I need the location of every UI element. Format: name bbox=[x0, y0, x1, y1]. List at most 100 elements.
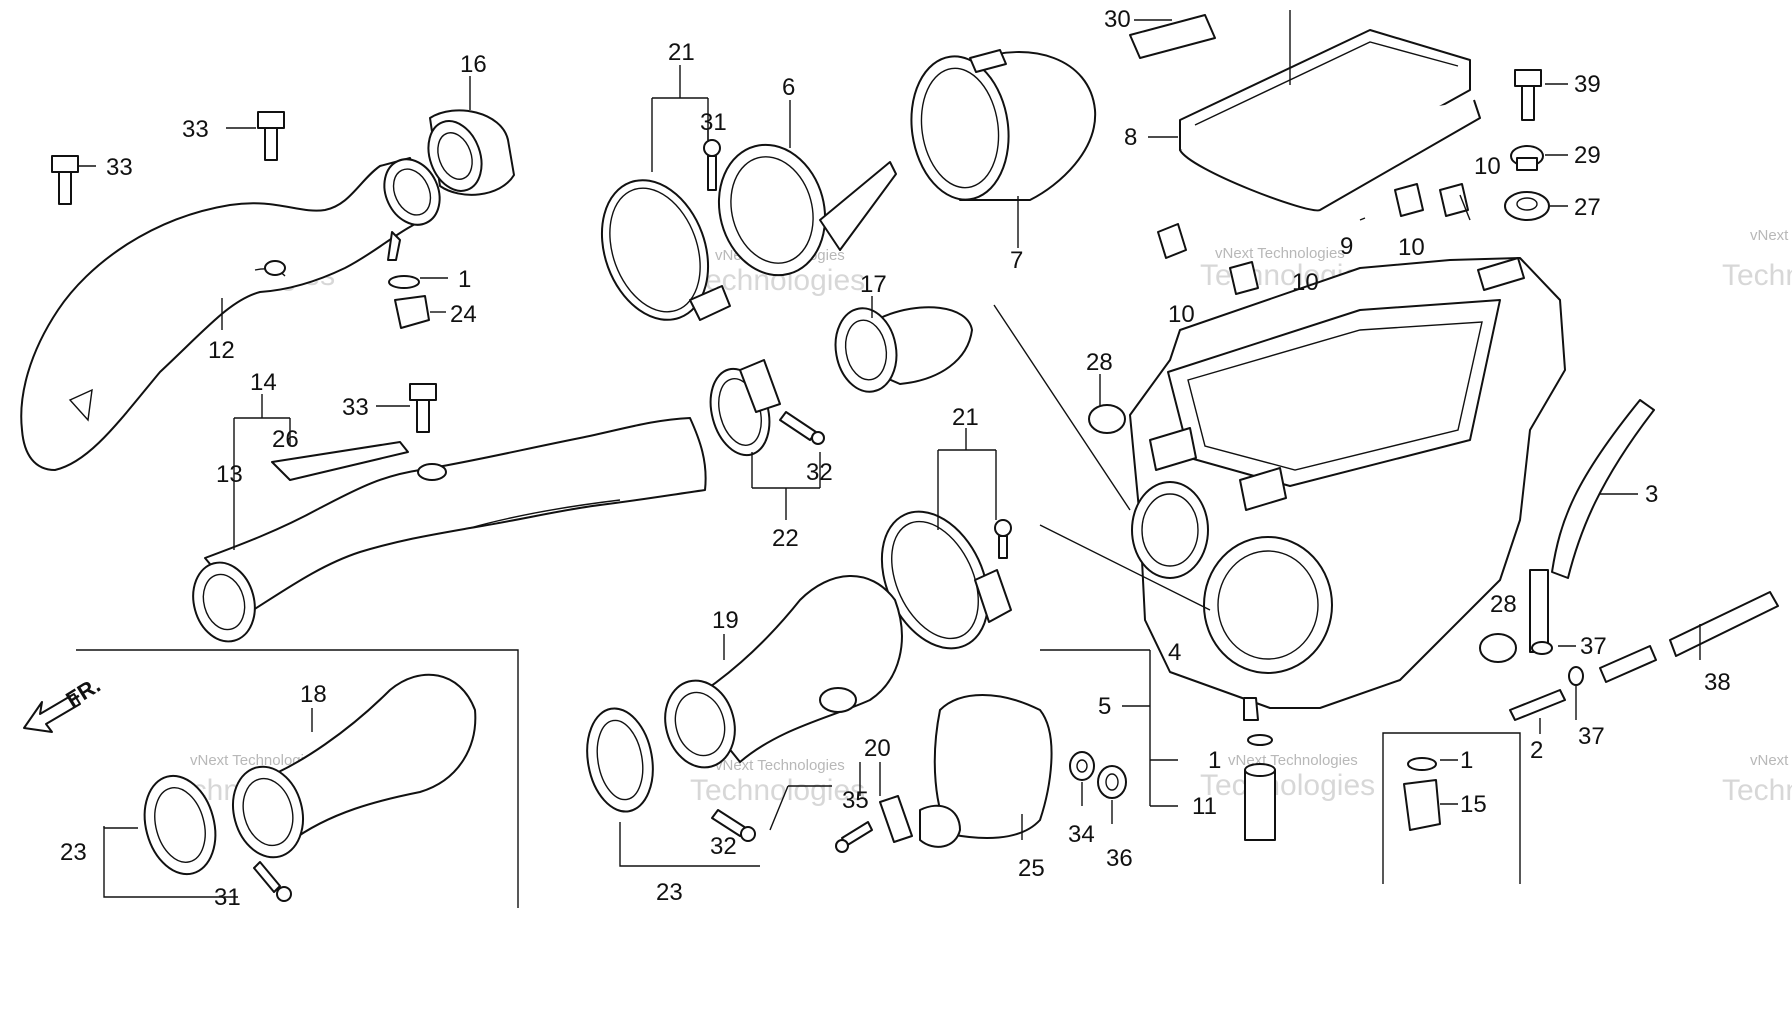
inset-frame-left bbox=[76, 649, 519, 908]
bolt-39-icon bbox=[1514, 69, 1542, 121]
callout-9: 9 bbox=[1340, 233, 1353, 260]
callout-37: 37 bbox=[1578, 723, 1605, 750]
callout-32: 32 bbox=[806, 459, 833, 486]
callout-32: 32 bbox=[710, 833, 737, 860]
funnel-17 bbox=[834, 306, 973, 393]
callout-16: 16 bbox=[460, 51, 487, 78]
hose-3-lower bbox=[1529, 569, 1549, 653]
watermark-text: Technologies bbox=[690, 774, 865, 807]
callout-10: 10 bbox=[1168, 301, 1195, 328]
clip-1-icon bbox=[1247, 734, 1273, 746]
ring-23 bbox=[586, 707, 654, 813]
ring-23-inset bbox=[143, 774, 217, 876]
duct-12 bbox=[20, 157, 441, 471]
callout-labels: 30 21 6 31 16 33 33 1 24 12 14 33 26 13 … bbox=[60, 6, 1731, 911]
callout-1: 1 bbox=[1208, 747, 1221, 774]
callout-33: 33 bbox=[106, 154, 133, 181]
watermark-text: vNext Technologies bbox=[715, 757, 845, 774]
callout-15: 15 bbox=[1460, 791, 1487, 818]
callout-31: 31 bbox=[700, 109, 727, 136]
screw-32-icon bbox=[711, 809, 756, 842]
callout-3: 3 bbox=[1645, 481, 1658, 508]
callout-1: 1 bbox=[458, 266, 471, 293]
callout-2: 2 bbox=[1530, 737, 1543, 764]
callout-10: 10 bbox=[1292, 269, 1319, 296]
watermark-text: Technologies bbox=[1722, 774, 1792, 807]
watermark-text: vNext Technologies bbox=[1215, 245, 1345, 262]
plug-15-icon bbox=[1403, 779, 1441, 831]
callout-14: 14 bbox=[250, 369, 277, 396]
sleeve-16 bbox=[427, 109, 515, 196]
clip-37-icon bbox=[1568, 666, 1584, 686]
front-arrow-icon: FR. bbox=[23, 672, 105, 733]
callout-1: 1 bbox=[1460, 747, 1473, 774]
callout-7: 7 bbox=[1010, 247, 1023, 274]
callout-37: 37 bbox=[1580, 633, 1607, 660]
callout-30: 30 bbox=[1104, 6, 1131, 33]
callout-20: 20 bbox=[864, 735, 891, 762]
callout-31: 31 bbox=[214, 884, 241, 911]
callout-21: 21 bbox=[952, 404, 979, 431]
clip-1-icon bbox=[1407, 757, 1437, 771]
callout-33: 33 bbox=[182, 116, 209, 143]
label-30 bbox=[1129, 14, 1216, 59]
tube-11-end bbox=[1244, 763, 1276, 777]
grommet-36-icon bbox=[1097, 765, 1127, 799]
grommet-28-icon bbox=[1479, 633, 1517, 663]
callout-28: 28 bbox=[1490, 591, 1517, 618]
bolt-33-icon bbox=[409, 383, 437, 433]
clip-10-icon bbox=[1394, 183, 1424, 217]
bolt-31-icon bbox=[703, 139, 721, 191]
watermark-text: vNext Technologies bbox=[1750, 752, 1792, 769]
callout-13: 13 bbox=[216, 461, 243, 488]
callout-5: 5 bbox=[1098, 693, 1111, 720]
callout-23: 23 bbox=[656, 879, 683, 906]
boot-19 bbox=[664, 575, 903, 769]
callout-26: 26 bbox=[272, 426, 299, 453]
collar-29-icon bbox=[1510, 145, 1544, 171]
callout-6: 6 bbox=[782, 74, 795, 101]
callout-34: 34 bbox=[1068, 821, 1095, 848]
callout-36: 36 bbox=[1106, 845, 1133, 872]
leader-lines bbox=[78, 10, 1701, 898]
callout-35: 35 bbox=[842, 787, 869, 814]
clip-1-icon bbox=[388, 275, 420, 289]
bolt-33-icon bbox=[257, 111, 285, 161]
callout-18: 18 bbox=[300, 681, 327, 708]
callout-22: 22 bbox=[772, 525, 799, 552]
callout-25: 25 bbox=[1018, 855, 1045, 882]
screw-35-icon bbox=[835, 821, 873, 853]
clip-10-icon bbox=[1439, 183, 1469, 217]
clip-10-icon bbox=[1229, 261, 1259, 295]
joint-2 bbox=[1509, 689, 1566, 721]
callout-12: 12 bbox=[208, 337, 235, 364]
strip-26 bbox=[271, 441, 409, 481]
clip-20-icon bbox=[879, 795, 913, 843]
plug-24-icon bbox=[394, 295, 430, 329]
boot-18 bbox=[232, 673, 477, 859]
screw-31-icon bbox=[253, 861, 292, 902]
callout-39: 39 bbox=[1574, 71, 1601, 98]
screw-32-icon bbox=[779, 411, 825, 445]
lid-8 bbox=[1179, 29, 1481, 212]
grommet-27-icon bbox=[1504, 191, 1550, 221]
washer-34-icon bbox=[1069, 751, 1095, 781]
callout-33: 33 bbox=[342, 394, 369, 421]
callout-24: 24 bbox=[450, 301, 477, 328]
watermark-text: Technologies bbox=[1722, 259, 1792, 292]
watermark-text: Technologies bbox=[1200, 769, 1375, 802]
clamp-22 bbox=[709, 359, 781, 457]
watermark-text: vNext Technologies bbox=[1750, 227, 1792, 244]
callout-4: 4 bbox=[1168, 639, 1181, 666]
tube-38 bbox=[1669, 591, 1779, 657]
callout-10: 10 bbox=[1474, 153, 1501, 180]
air-cleaner-case-4 bbox=[1129, 257, 1566, 721]
callout-11: 11 bbox=[1192, 793, 1217, 820]
callout-10: 10 bbox=[1398, 234, 1425, 261]
callout-8: 8 bbox=[1124, 124, 1137, 151]
tube-38-short bbox=[1599, 645, 1657, 683]
clamp-21-upper bbox=[600, 179, 731, 321]
callout-29: 29 bbox=[1574, 142, 1601, 169]
clip-37-icon bbox=[1531, 641, 1553, 655]
